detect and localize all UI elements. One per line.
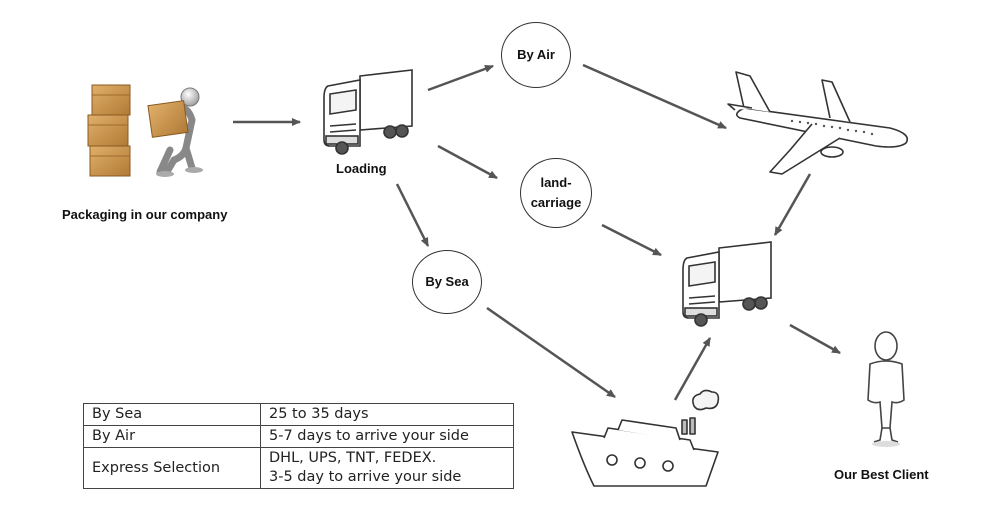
arrow-air-to-plane xyxy=(582,63,727,130)
arrow-plane-to-truck xyxy=(773,173,812,236)
by-air-bubble: By Air xyxy=(501,22,571,88)
shipping-time-table: By Sea 25 to 35 days By Air 5-7 days to … xyxy=(83,403,514,489)
detail-cell: 25 to 35 days xyxy=(260,403,514,426)
arrow-land-to-truck xyxy=(601,223,662,257)
arrow-sea-to-ship xyxy=(486,306,616,399)
truck-icon xyxy=(682,241,772,327)
detail-cell: 5-7 days to arrive your side xyxy=(260,425,514,448)
land-carriage-label-2: carriage xyxy=(530,195,582,210)
arrow-ship-to-truck xyxy=(673,337,712,401)
arrow-loading-to-sea xyxy=(395,183,430,247)
table-row: By Air 5-7 days to arrive your side xyxy=(83,425,514,448)
truck-icon xyxy=(323,69,413,155)
arrow-loading-to-air xyxy=(427,64,494,92)
by-sea-bubble: By Sea xyxy=(412,250,482,314)
table-row: Express Selection DHL, UPS, TNT, FEDEX. … xyxy=(83,447,514,489)
airplane-icon xyxy=(727,71,909,175)
ship-icon xyxy=(571,389,720,487)
by-sea-label: By Sea xyxy=(425,274,469,289)
land-carriage-label-1: land- xyxy=(540,175,572,190)
arrow-loading-to-land xyxy=(437,144,498,180)
porter-icon xyxy=(147,87,203,177)
method-cell: By Sea xyxy=(83,403,261,426)
detail-line: DHL, UPS, TNT, FEDEX. xyxy=(269,450,437,466)
boxes-icon xyxy=(87,84,131,177)
method-cell: By Air xyxy=(83,425,261,448)
packaging-label: Packaging in our company xyxy=(62,207,228,222)
loading-label: Loading xyxy=(336,161,387,176)
land-carriage-bubble: land- carriage xyxy=(520,158,592,228)
client-label: Our Best Client xyxy=(834,467,929,482)
arrow-truck-to-client xyxy=(789,323,841,355)
method-cell: Express Selection xyxy=(83,447,261,489)
person-icon xyxy=(867,331,905,447)
detail-line: 3-5 day to arrive your side xyxy=(269,469,462,485)
by-air-label: By Air xyxy=(517,47,555,62)
detail-cell: DHL, UPS, TNT, FEDEX. 3-5 day to arrive … xyxy=(260,447,514,489)
table-row: By Sea 25 to 35 days xyxy=(83,403,514,426)
